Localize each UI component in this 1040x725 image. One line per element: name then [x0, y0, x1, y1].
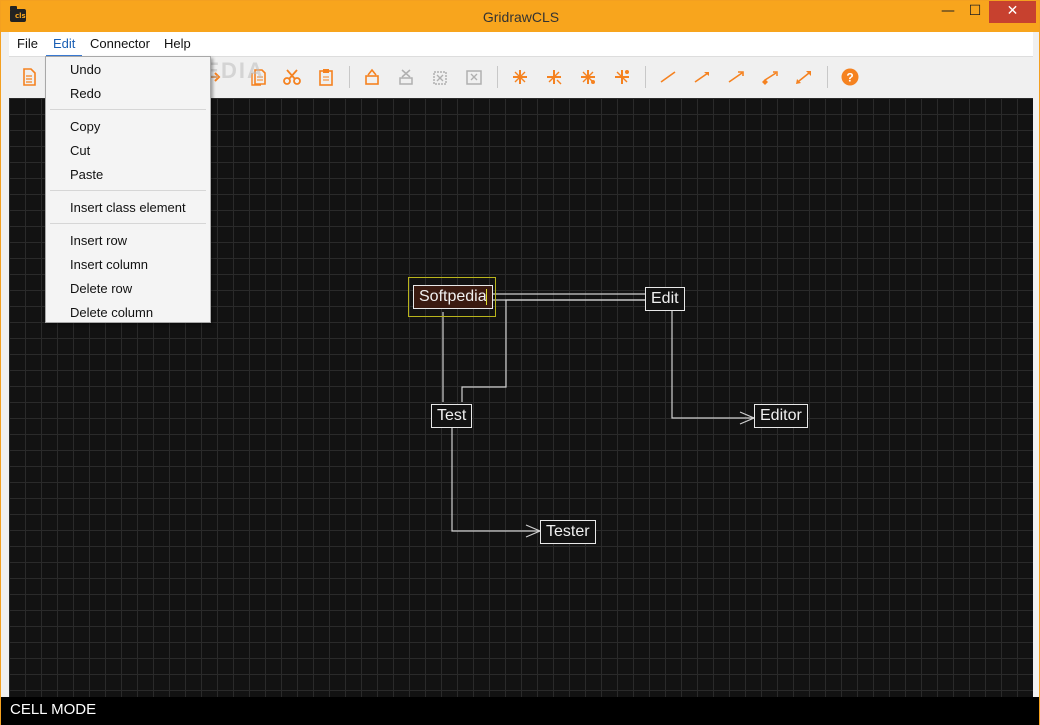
toolbar-separator — [349, 66, 350, 88]
menu-bar: File Edit Connector Help — [9, 32, 1033, 57]
diamond-connector-icon[interactable] — [760, 67, 780, 87]
menu-help[interactable]: Help — [164, 36, 191, 51]
menu-file[interactable]: File — [17, 36, 38, 51]
menu-item-undo[interactable]: Undo — [70, 62, 102, 77]
menu-item-copy[interactable]: Copy — [70, 119, 101, 134]
node-softpedia[interactable]: Softpedia — [413, 285, 493, 309]
menu-connector[interactable]: Connector — [90, 36, 150, 51]
insert-class-element-icon[interactable] — [362, 67, 382, 87]
menu-separator — [50, 109, 206, 110]
line-connector-icon[interactable] — [658, 67, 678, 87]
remove-class-element-icon[interactable] — [464, 67, 484, 87]
edit-dropdown-menu: Undo Redo Copy Cut Paste Insert class el… — [45, 56, 211, 323]
copy-icon[interactable] — [249, 67, 269, 87]
menu-separator — [50, 223, 206, 224]
menu-separator — [50, 190, 206, 191]
double-arrow-connector-icon[interactable] — [794, 67, 814, 87]
insert-row-icon[interactable] — [510, 67, 530, 87]
connector-arrow[interactable] — [451, 428, 540, 532]
selection-frame — [408, 277, 496, 317]
menu-item-delete-row[interactable]: Delete row — [70, 281, 133, 296]
delete-column-icon[interactable] — [612, 67, 632, 87]
insert-column-icon[interactable] — [544, 67, 564, 87]
toolbar-separator — [645, 66, 646, 88]
edit-class-element-icon[interactable] — [430, 67, 450, 87]
minimize-button[interactable]: — — [941, 3, 955, 19]
menu-item-insert-column[interactable]: Insert column — [70, 257, 149, 272]
close-button[interactable]: ✕ — [989, 1, 1036, 23]
menu-item-insert-row[interactable]: Insert row — [70, 233, 128, 248]
connector-line[interactable] — [461, 299, 646, 402]
app-icon: cls — [10, 6, 26, 22]
connector-arrow[interactable] — [671, 310, 754, 419]
title-bar[interactable]: cls GridrawCLS — ☐ ✕ — [1, 1, 1039, 32]
menu-item-redo[interactable]: Redo — [70, 86, 102, 101]
svg-text:?: ? — [846, 71, 853, 85]
menu-item-delete-column[interactable]: Delete column — [70, 305, 154, 320]
open-arrow-connector-icon[interactable] — [726, 67, 746, 87]
toolbar-separator — [497, 66, 498, 88]
new-document-icon[interactable] — [19, 67, 39, 87]
status-mode: CELL MODE — [10, 701, 97, 718]
toolbar-separator — [827, 66, 828, 88]
arrow-connector-icon[interactable] — [692, 67, 712, 87]
help-icon[interactable]: ? — [840, 67, 860, 87]
window-title: GridrawCLS — [482, 9, 560, 25]
node-edit[interactable]: Edit — [645, 287, 685, 311]
delete-row-icon[interactable] — [578, 67, 598, 87]
node-tester[interactable]: Tester — [540, 520, 596, 544]
menu-edit[interactable]: Edit — [45, 36, 83, 57]
connector-layer — [442, 293, 756, 538]
node-editor[interactable]: Editor — [754, 404, 808, 428]
delete-class-element-icon[interactable] — [396, 67, 416, 87]
text-caret — [486, 289, 487, 305]
maximize-button[interactable]: ☐ — [968, 3, 982, 19]
clipboard-icon[interactable] — [316, 67, 336, 87]
cut-icon[interactable] — [282, 67, 302, 87]
menu-item-paste[interactable]: Paste — [70, 167, 104, 182]
menu-item-cut[interactable]: Cut — [70, 143, 91, 158]
node-test[interactable]: Test — [431, 404, 473, 428]
status-bar: CELL MODE — [1, 697, 1039, 725]
menu-item-insert-class-element[interactable]: Insert class element — [70, 200, 186, 215]
